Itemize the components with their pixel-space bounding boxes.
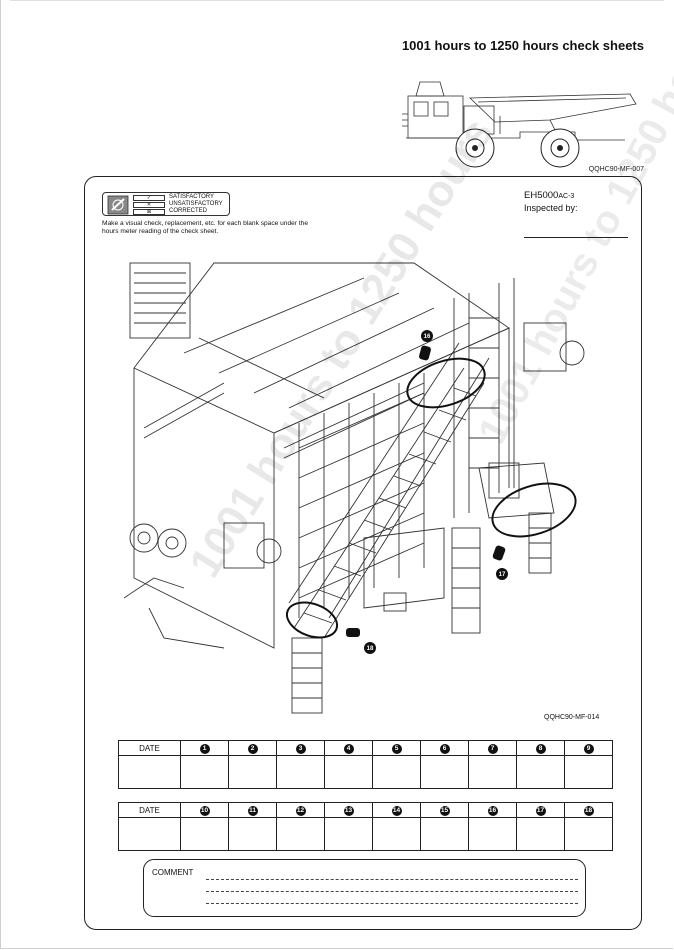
check-cell[interactable] bbox=[324, 817, 373, 851]
date-cell[interactable] bbox=[118, 817, 181, 851]
check-cell[interactable] bbox=[564, 817, 613, 851]
corrected-label: CORRECTED bbox=[169, 208, 208, 214]
instruction-text: Make a visual check, replacement, etc. f… bbox=[102, 220, 308, 235]
item-number: 11 bbox=[247, 805, 258, 816]
inspected-by-line[interactable] bbox=[524, 237, 628, 238]
check-cell[interactable] bbox=[420, 755, 469, 789]
item-number: 16 bbox=[487, 805, 498, 816]
comment-line[interactable] bbox=[206, 903, 578, 904]
check-cell[interactable] bbox=[180, 755, 229, 789]
callout-18-label: 18 bbox=[367, 646, 374, 652]
check-cell[interactable] bbox=[180, 817, 229, 851]
check-cell[interactable] bbox=[276, 817, 325, 851]
check-cell[interactable] bbox=[324, 755, 373, 789]
check-cell[interactable] bbox=[420, 817, 469, 851]
check-cell[interactable] bbox=[516, 755, 565, 789]
callout-16-label: 16 bbox=[424, 334, 431, 340]
satisfactory-label: SATISFACTORY bbox=[169, 194, 215, 200]
dump-truck-illustration bbox=[402, 81, 637, 168]
item-number: 1 bbox=[199, 743, 210, 754]
item-number: 14 bbox=[391, 805, 402, 816]
callout-17-label: 17 bbox=[499, 572, 506, 578]
top-divider bbox=[10, 0, 664, 1]
item-number: 15 bbox=[439, 805, 450, 816]
item-number: 6 bbox=[439, 743, 450, 754]
satisfactory-symbol: ✓ bbox=[133, 195, 165, 201]
page-title: 1001 hours to 1250 hours check sheets bbox=[401, 38, 644, 53]
comment-line[interactable] bbox=[206, 879, 578, 880]
check-cell[interactable] bbox=[372, 817, 421, 851]
corrected-symbol: ⊠ bbox=[133, 209, 165, 215]
comment-line[interactable] bbox=[206, 891, 578, 892]
check-cell[interactable] bbox=[228, 755, 277, 789]
item-number: 3 bbox=[295, 743, 306, 754]
comment-label: COMMENT bbox=[152, 868, 194, 877]
item-number: 7 bbox=[487, 743, 498, 754]
item-number: 8 bbox=[535, 743, 546, 754]
unsatisfactory-symbol: ✕ bbox=[133, 202, 165, 208]
comment-box bbox=[143, 859, 586, 917]
model-name: EH5000 bbox=[524, 190, 559, 201]
model-suffix: AC-3 bbox=[558, 193, 575, 200]
inspected-by-label: Inspected by: bbox=[524, 203, 578, 213]
machine-drawing: 16 17 18 bbox=[124, 262, 585, 714]
date-header: DATE bbox=[118, 802, 181, 818]
check-cell[interactable] bbox=[276, 755, 325, 789]
check-cell[interactable] bbox=[228, 817, 277, 851]
check-cell[interactable] bbox=[372, 755, 421, 789]
check-logo-icon bbox=[107, 195, 129, 215]
figure-code: QQHC90-MF-014 bbox=[544, 714, 600, 721]
item-number: 18 bbox=[583, 805, 594, 816]
check-cell[interactable] bbox=[564, 755, 613, 789]
item-number: 17 bbox=[535, 805, 546, 816]
check-cell[interactable] bbox=[516, 817, 565, 851]
item-number: 12 bbox=[295, 805, 306, 816]
legend-box: ✓ ✕ ⊠ SATISFACTORY UNSATISFACTORY CORREC… bbox=[102, 192, 230, 216]
machine-model: EH5000AC-3 bbox=[524, 190, 574, 201]
check-cell[interactable] bbox=[468, 817, 517, 851]
check-cell[interactable] bbox=[468, 755, 517, 789]
item-number: 5 bbox=[391, 743, 402, 754]
check-table-2: DATE 10 11 12 13 14 15 16 17 18 bbox=[118, 802, 613, 851]
date-cell[interactable] bbox=[118, 755, 181, 789]
truck-figure-code: QQHC90-MF-007 bbox=[588, 166, 644, 173]
item-number: 13 bbox=[343, 805, 354, 816]
check-sheet-panel bbox=[84, 176, 642, 930]
date-header: DATE bbox=[118, 740, 181, 756]
check-table-1: DATE 1 2 3 4 5 6 7 8 9 bbox=[118, 740, 613, 789]
unsatisfactory-label: UNSATISFACTORY bbox=[169, 201, 223, 207]
item-number: 2 bbox=[247, 743, 258, 754]
item-number: 4 bbox=[343, 743, 354, 754]
item-number: 10 bbox=[199, 805, 210, 816]
item-number: 9 bbox=[583, 743, 594, 754]
